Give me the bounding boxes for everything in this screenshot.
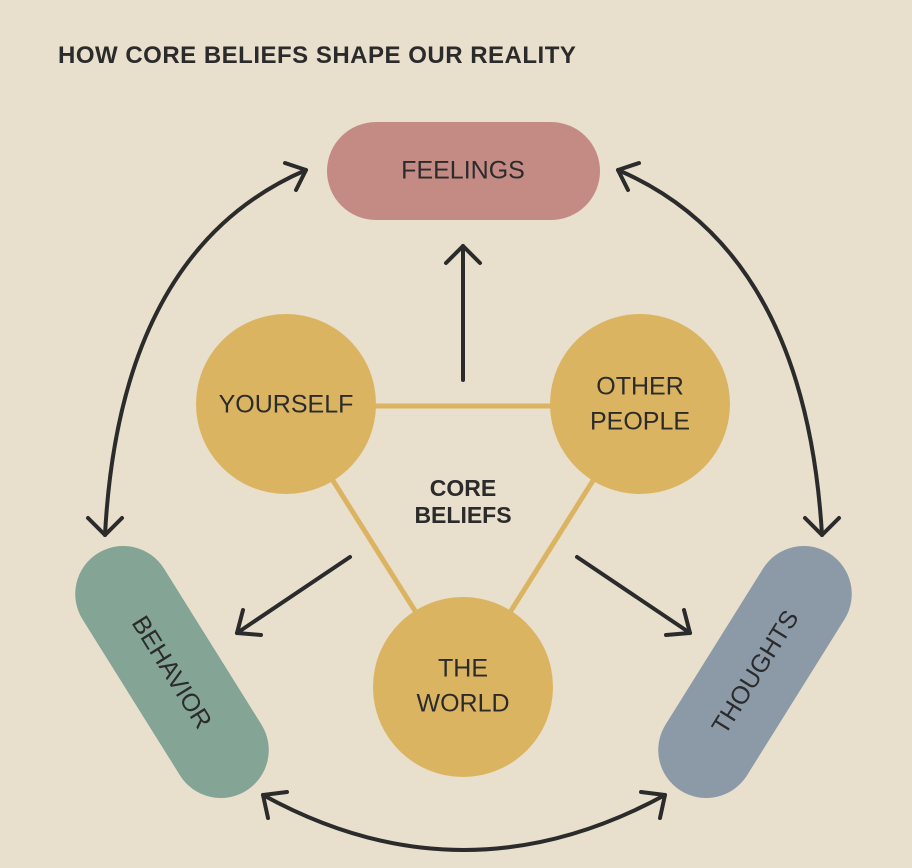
arrowhead-icon	[639, 790, 667, 820]
the-world-label-line2: WORLD	[416, 690, 509, 718]
arrowhead-icon	[616, 161, 641, 192]
arrow-core-to-thoughts	[575, 555, 692, 637]
node-behavior: BEHAVIOR	[75, 545, 269, 799]
arrowhead-icon	[283, 161, 308, 192]
arrow-core-to-behavior	[235, 555, 352, 637]
node-feelings: FEELINGS	[327, 122, 600, 220]
other-people-label-line2: PEOPLE	[590, 408, 690, 436]
feelings-label: FEELINGS	[401, 157, 525, 185]
arrow-core-to-feelings	[444, 244, 482, 382]
the-world-label-line1: THE	[438, 655, 488, 683]
arrow-feelings-behavior	[86, 161, 308, 537]
other-people-label-line1: OTHER	[596, 373, 684, 401]
arrowhead-icon	[261, 790, 289, 820]
node-thoughts: THOUGHTS	[658, 545, 852, 799]
yourself-label: YOURSELF	[219, 391, 354, 419]
arrow-feelings-thoughts	[616, 161, 841, 537]
diagram-title: HOW CORE BELIEFS SHAPE OUR REALITY	[58, 42, 577, 69]
core-beliefs-label-line1: CORE	[430, 475, 496, 501]
arrowhead-icon	[444, 244, 482, 265]
node-yourself: YOURSELF	[196, 314, 376, 494]
node-other-people: OTHER PEOPLE	[550, 314, 730, 494]
arrowhead-icon	[664, 608, 692, 637]
node-the-world: THE WORLD	[373, 597, 553, 777]
arrow-behavior-thoughts	[261, 790, 667, 852]
arrowhead-icon	[803, 516, 841, 537]
core-beliefs-label-line2: BELIEFS	[414, 502, 511, 528]
arrowhead-icon	[235, 608, 263, 637]
arrowhead-icon	[86, 516, 124, 537]
